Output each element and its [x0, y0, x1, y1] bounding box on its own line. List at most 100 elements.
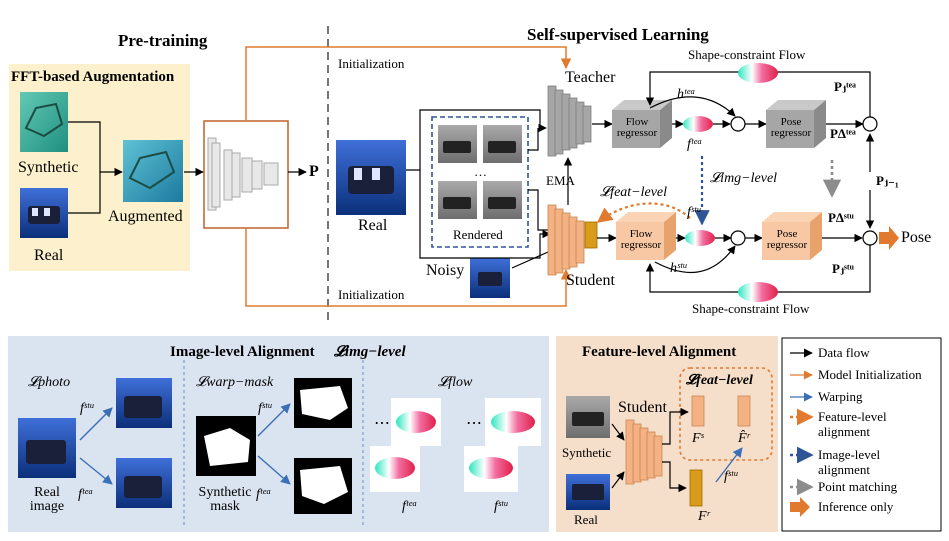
- pd-tea-label: P∆ᵗᵉᵃ: [830, 126, 856, 141]
- flow-dots-stu: ⋯: [466, 415, 482, 432]
- rendered-label: Rendered: [453, 227, 503, 242]
- real-to-student-arrow: [419, 170, 551, 259]
- mask-warp-arrow-bottom: [257, 455, 291, 485]
- synthetic-label: Synthetic: [18, 159, 79, 176]
- legend-box: [781, 337, 942, 532]
- fft-title: FFT-based Augmentation: [11, 69, 175, 85]
- h-tea-label: hᵗᵉᵃ: [677, 87, 696, 102]
- student-label: Student: [566, 272, 615, 289]
- teacher-pose-regressor-label: Pose regressor: [770, 116, 812, 139]
- mask-warped-bottom: [294, 458, 352, 514]
- legend-label: Image-level alignment: [818, 447, 881, 477]
- teacher-flow-regressor-label: Flow regressor: [616, 116, 658, 139]
- h-stu-label: hˢᵗᵘ: [670, 261, 687, 276]
- hidden-stu-loop: [654, 245, 736, 273]
- ssl-title: Self-supervised Learning: [527, 25, 709, 44]
- real-label-ssl: Real: [358, 217, 388, 234]
- fr-label: Fʳ: [698, 509, 710, 524]
- feat-alignment-box: [679, 367, 773, 461]
- legend-label: Feature-level alignment: [818, 409, 887, 439]
- p-output-label: P: [309, 163, 319, 180]
- flow-ftea-label: fᵗᵉᵃ: [402, 499, 418, 514]
- legend-label: Model Initialization: [818, 367, 922, 382]
- pd-stu-label: P∆ˢᵗᵘ: [828, 210, 854, 225]
- mask-warp-arrow-top: [257, 403, 291, 437]
- noisy-image: [470, 258, 510, 298]
- feat-real-label: Real: [574, 512, 598, 527]
- augmented-label: Augmented: [108, 208, 183, 225]
- teacher-otimes: [862, 116, 878, 132]
- student-to-fs-arrow: [662, 407, 689, 445]
- real-to-teacher-arrow: [406, 109, 547, 171]
- synthetic-to-aug-connector: [68, 121, 123, 177]
- flow-maps-stu: [464, 398, 541, 492]
- student-network: [547, 204, 585, 276]
- l-flow-label: 𝓛flow: [438, 375, 473, 390]
- pose-label: Pose: [901, 229, 932, 246]
- flow-fstu-label: fˢᵗᵘ: [494, 499, 508, 514]
- flow-dots-tea: ⋯: [374, 415, 390, 432]
- mask-ftea-label: fᵗᵉᵃ: [256, 487, 272, 502]
- teacher-oplus: [730, 116, 746, 132]
- fs-label: Fˢ: [692, 431, 704, 446]
- mask-warped-top: [294, 378, 352, 428]
- legend-label: Data flow: [818, 345, 870, 360]
- real-image-ssl: [336, 140, 406, 215]
- noisy-label: Noisy: [426, 262, 465, 279]
- feat-fstu-label: fˢᵗᵘ: [724, 469, 738, 484]
- rendered-to-student-arrow: [528, 189, 550, 231]
- feat-synthetic-image: [566, 396, 610, 438]
- feat-synthetic-label: Synthetic: [562, 445, 612, 460]
- top-shape-flow-label: Shape-constraint Flow: [688, 47, 806, 62]
- bottom-shape-flow-label: Shape-constraint Flow: [692, 301, 810, 316]
- rendered-to-teacher-arrow: [528, 128, 539, 151]
- image-align-loss: 𝓛img−level: [334, 344, 406, 360]
- legend-label: Inference only: [818, 499, 894, 514]
- student-pose-regressor-label: Pose regressor: [766, 228, 808, 251]
- image-alignment-panel: [8, 336, 549, 532]
- feat-loss-label: 𝓛feat−level: [686, 373, 753, 388]
- l-feat-label: 𝓛feat−level: [600, 185, 668, 200]
- legend-symbols: [790, 348, 814, 517]
- fr-feature-map: [689, 469, 703, 507]
- photo-warped-top: [116, 378, 172, 428]
- rendered-dots: …: [474, 164, 487, 179]
- hidden-tea-loop: [649, 96, 736, 117]
- init-to-teacher-arrow: [245, 46, 572, 121]
- image-align-title: Image-level Alignment: [170, 344, 315, 360]
- teacher-label: Teacher: [565, 69, 616, 86]
- legend-symbol: [790, 497, 810, 517]
- teacher-flow-regressor: [612, 100, 672, 148]
- student-flow-regressor-label: Flow regressor: [620, 228, 662, 251]
- init-bottom-label: Initialization: [338, 287, 405, 302]
- top-shape-flow-map: [738, 63, 778, 83]
- noisy-connector: [511, 251, 549, 269]
- pj-stu-label: Pⱼˢᵗᵘ: [832, 261, 854, 276]
- feat-syn-arrow: [611, 423, 625, 441]
- real-image-align: [18, 418, 76, 478]
- pretraining-title: Pre-training: [118, 31, 208, 50]
- l-warp-label: 𝓛warp−mask: [196, 375, 274, 390]
- photo-ftea-label: fᵗᵉᵃ: [78, 487, 94, 502]
- augmented-image: [123, 140, 183, 202]
- pj-tea-label: Pⱼᵗᵉᵃ: [834, 79, 856, 94]
- student-pose-regressor: [762, 212, 822, 260]
- student-feature-highlight: [584, 221, 598, 249]
- fs-feature-map: [691, 395, 705, 427]
- real-label-pretrain: Real: [34, 247, 64, 264]
- l-img-label: 𝓛img−level: [710, 171, 778, 186]
- mask-fstu-label: fˢᵗᵘ: [258, 401, 272, 416]
- pj1-label: Pⱼ₋₁: [876, 173, 899, 188]
- l-photo-label: 𝓛photo: [28, 375, 71, 390]
- student-to-fr-arrow: [662, 461, 687, 493]
- fr-hat-label: F̂ʳ: [738, 431, 750, 446]
- legend-label: Point matching: [818, 479, 898, 494]
- init-to-student-arrow: [245, 228, 572, 307]
- photo-fstu-label: fˢᵗᵘ: [80, 401, 94, 416]
- bottom-shape-flow-map: [738, 282, 778, 302]
- f-tea-label: fᵗᵉᵃ: [687, 137, 703, 152]
- backbone-network: [207, 137, 279, 211]
- feature-align-title: Feature-level Alignment: [582, 344, 737, 360]
- legend-label: Warping: [818, 389, 863, 404]
